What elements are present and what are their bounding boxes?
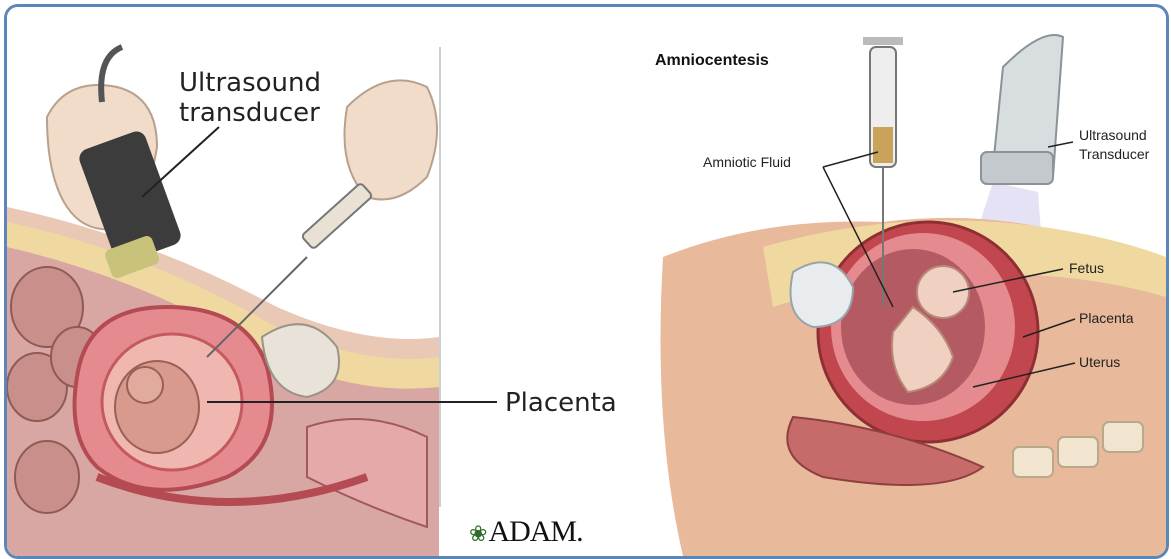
right-transducer-label-line1: Ultrasound <box>1079 127 1147 143</box>
adam-logo: ❀ADAM. <box>469 515 583 549</box>
left-transducer-label-line1: Ultrasound <box>179 68 321 98</box>
left-anatomy-drawing: Ultrasound transducer <box>7 7 439 556</box>
left-placenta-callout: Placenta <box>439 377 639 427</box>
right-anatomy-drawing: Amniocentesis Amniotic Fluid Ultrasound … <box>643 7 1166 556</box>
leaf-icon: ❀ <box>469 521 486 546</box>
panel-divider <box>439 47 441 507</box>
image-frame: Ultrasound transducer Placenta ❀ADAM. <box>4 4 1169 559</box>
right-title: Amniocentesis <box>655 52 769 69</box>
amniotic-fluid-label: Amniotic Fluid <box>703 154 791 170</box>
right-illustration: Amniocentesis Amniotic Fluid Ultrasound … <box>643 7 1166 556</box>
left-illustration: Ultrasound transducer <box>7 7 439 556</box>
right-placenta-label: Placenta <box>1079 310 1134 326</box>
left-transducer-label-line2: transducer <box>179 98 320 128</box>
fetus-label: Fetus <box>1069 260 1104 276</box>
uterus-label: Uterus <box>1079 354 1120 370</box>
left-placenta-label: Placenta <box>505 388 617 418</box>
right-transducer-label-line2: Transducer <box>1079 146 1150 162</box>
